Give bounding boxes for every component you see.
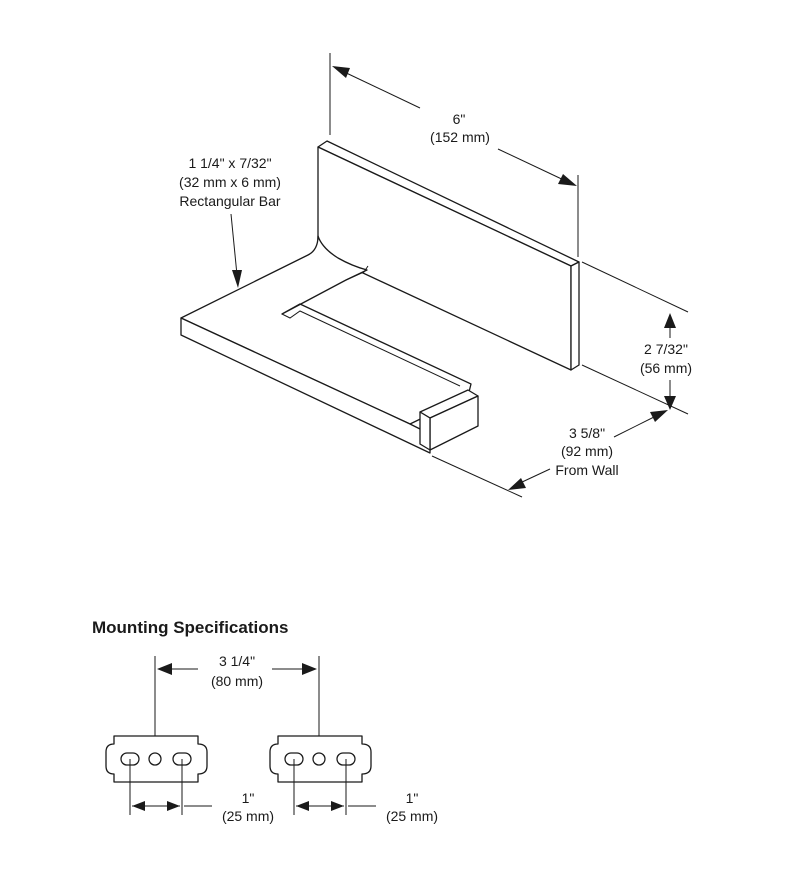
bar-label: Rectangular Bar [179,193,281,209]
right-slot-spacing-metric: (25 mm) [386,808,438,824]
left-slot-spacing-imperial: 1" [242,790,255,806]
left-mounting-bracket [105,735,208,783]
end-lip-side [419,411,431,451]
slot-back-edge [345,265,369,281]
projection-metric: (92 mm) [561,443,613,459]
height-metric: (56 mm) [640,360,692,376]
length-metric: (152 mm) [430,129,490,145]
projection-dimension: 3 5/8" (92 mm) From Wall [431,410,668,498]
left-center-hole [148,752,162,766]
height-imperial: 2 7/32" [644,341,688,357]
right-slot-spacing-dimension: 1" (25 mm) [293,759,438,824]
projection-label: From Wall [555,462,618,478]
left-slot-spacing-metric: (25 mm) [222,808,274,824]
wall-plate-end-face [570,261,580,371]
right-slot-spacing-imperial: 1" [406,790,419,806]
center-spacing-dimension: 3 1/4" (80 mm) [154,653,320,740]
center-hole [312,752,326,766]
slot-inner-edge [281,310,461,387]
length-imperial: 6" [453,111,466,127]
mounting-heading: Mounting Specifications [92,618,288,637]
length-dimension: 6" (152 mm) [329,53,579,257]
projection-imperial: 3 5/8" [569,425,605,441]
toilet-paper-holder-illustration [180,140,580,454]
bar-callout: 1 1/4" x 7/32" (32 mm x 6 mm) Rectangula… [179,155,281,288]
center-spacing-metric: (80 mm) [211,673,263,689]
height-dimension: 2 7/32" (56 mm) [581,261,692,415]
right-mounting-bracket [269,735,372,783]
bar-metric: (32 mm x 6 mm) [179,174,281,190]
center-spacing-imperial: 3 1/4" [219,653,255,669]
left-slot-spacing-dimension: 1" (25 mm) [129,759,274,824]
bar-size: 1 1/4" x 7/32" [188,155,271,171]
bar-top-face [180,235,472,425]
